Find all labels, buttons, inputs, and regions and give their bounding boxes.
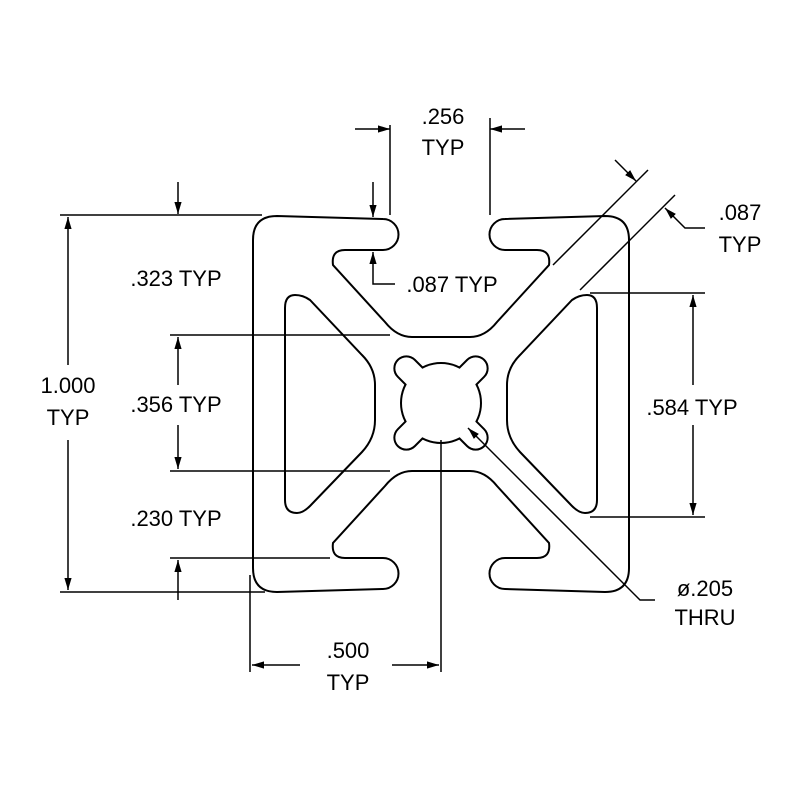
right-pocket (506, 293, 598, 515)
dimension-label: .323 TYP (130, 266, 221, 291)
dim-web-spacing: .356 TYP (130, 334, 390, 472)
dimension-label: TYP (422, 135, 465, 160)
dim-overall: 1.000 TYP (40, 217, 265, 593)
dimension-label: .500 (327, 638, 370, 663)
center-bore (393, 355, 489, 451)
dimension-label: ø.205 (677, 576, 733, 601)
dim-bore: ø.205 THRU (467, 427, 736, 630)
left-pocket (284, 293, 376, 515)
dimension-label: .087 TYP (406, 272, 497, 297)
dimension-label: TYP (719, 232, 762, 257)
dim-pocket-height: .584 TYP (590, 292, 738, 518)
dim-slot-width: .256 TYP (355, 104, 525, 215)
profile-outline (252, 214, 630, 594)
dim-diagonal-web: .087 TYP (552, 159, 762, 291)
dimension-label: .356 TYP (130, 392, 221, 417)
dimension-label: 1.000 (40, 373, 95, 398)
dimension-label: TYP (327, 670, 370, 695)
dim-lip-thickness: .087 TYP (369, 252, 498, 297)
dimension-label: .256 (422, 104, 465, 129)
dimension-label: .230 TYP (130, 506, 221, 531)
dimension-label: .087 (719, 200, 762, 225)
dimension-label: .584 TYP (646, 395, 737, 420)
dim-slot-depth: .230 TYP (130, 506, 330, 600)
dimension-label: THRU (674, 605, 735, 630)
dimension-label: TYP (47, 405, 90, 430)
dim-lip-depth: .323 TYP (60, 182, 377, 291)
dim-center-offset: .500 TYP (249, 440, 442, 695)
